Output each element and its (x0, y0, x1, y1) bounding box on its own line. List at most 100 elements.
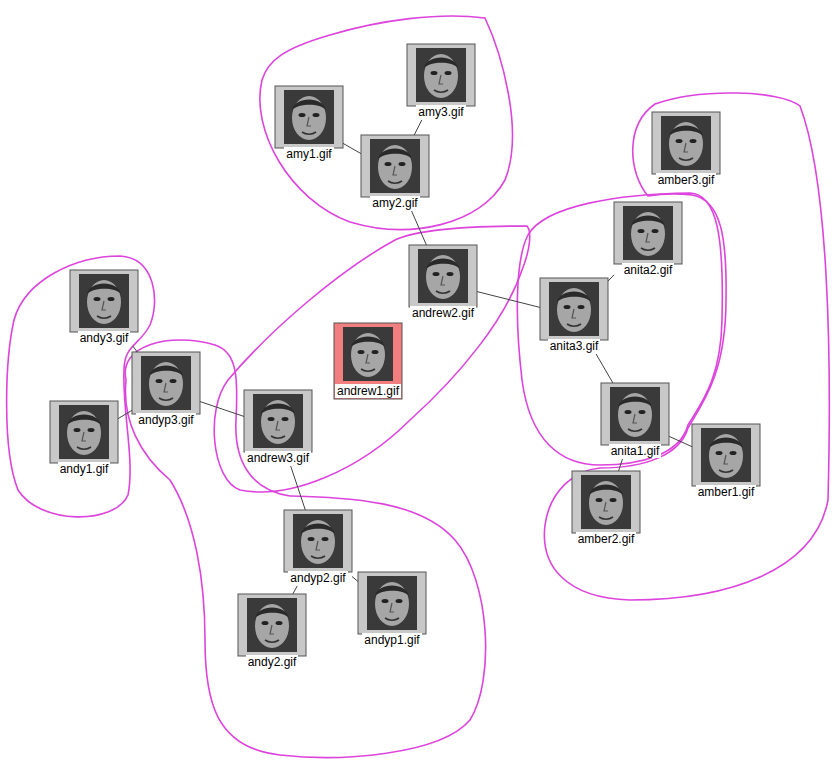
label-holder: amy1.gif (251, 144, 367, 162)
link-line (619, 459, 623, 471)
similarity-link (669, 436, 692, 446)
similarity-link (343, 143, 361, 153)
face-node: andyp1.gif (358, 572, 426, 648)
face-node: andrew3.gif (244, 390, 312, 466)
face-node: amber1.gif (692, 424, 760, 500)
file-name: andy1.gif (58, 462, 111, 476)
label-holder: andrew1.gif (310, 381, 426, 399)
face-image (293, 514, 343, 568)
face-node: anita1.gif (601, 383, 669, 459)
thumb-frame (409, 245, 477, 307)
file-name: andrew2.gif (410, 306, 476, 320)
label-holder: anita1.gif (577, 441, 693, 459)
cluster-outline (214, 226, 530, 492)
similarity-link (414, 120, 422, 135)
file-name: andyp3.gif (136, 413, 195, 427)
label-holder: amy3.gif (383, 102, 499, 120)
face-image (79, 274, 129, 328)
link-line (200, 402, 244, 417)
label-holder: andyp1.gif (334, 630, 450, 648)
face-node: andy3.gif (70, 270, 138, 346)
selected-frame (334, 323, 402, 399)
face-image (370, 139, 420, 193)
face-image (416, 48, 466, 102)
face-node: anita3.gif (540, 278, 608, 354)
file-name: amber2.gif (576, 532, 637, 546)
label-holder: amy2.gif (337, 193, 453, 211)
file-name: andy2.gif (246, 655, 299, 669)
file-name: amber1.gif (696, 485, 757, 499)
thumb-frame (601, 383, 669, 445)
link-line (414, 120, 422, 135)
thumb-frame (361, 135, 429, 197)
face-image (418, 249, 468, 303)
face-node: andy1.gif (50, 401, 118, 477)
thumb-frame (238, 594, 306, 656)
face-image (343, 327, 393, 381)
similarity-link (352, 576, 358, 581)
file-name: anita2.gif (622, 263, 675, 277)
face-node: andrew1.gif (334, 323, 402, 399)
label-holder: andyp3.gif (108, 410, 224, 428)
thumb-frame (284, 510, 352, 572)
cluster-outline (260, 16, 513, 229)
file-name: andy3.gif (78, 331, 131, 345)
face-node: amber3.gif (652, 112, 720, 188)
label-holder: amber3.gif (628, 170, 744, 188)
cluster-outline (125, 340, 485, 757)
similarity-link (477, 292, 540, 308)
thumb-frame (132, 352, 200, 414)
label-holder: amber2.gif (548, 529, 664, 547)
face-node: andyp3.gif (132, 352, 200, 428)
face-node: amy1.gif (275, 86, 343, 162)
link-line (291, 466, 306, 510)
face-image (367, 576, 417, 630)
link-line (477, 292, 540, 308)
link-line (343, 143, 361, 153)
file-name: andrew3.gif (245, 451, 311, 465)
face-node: amber2.gif (572, 471, 640, 547)
file-name: amber3.gif (656, 173, 717, 187)
file-name: andyp2.gif (288, 571, 347, 585)
face-image (581, 475, 631, 529)
label-holder: anita3.gif (516, 336, 632, 354)
similarity-link (412, 211, 427, 245)
face-node: anita2.gif (614, 202, 682, 278)
face-node: andrew2.gif (409, 245, 477, 321)
file-name: anita1.gif (609, 444, 662, 458)
similarity-link (596, 354, 613, 383)
similarity-link (118, 410, 132, 418)
label-holder: anita2.gif (590, 260, 706, 278)
similarity-link (200, 402, 244, 417)
thumb-frame (692, 424, 760, 486)
file-name: amy3.gif (416, 105, 465, 119)
face-image (610, 387, 660, 441)
file-name: amy1.gif (284, 147, 333, 161)
label-holder: andy2.gif (214, 652, 330, 670)
file-name: andrew1.gif (335, 384, 401, 398)
similarity-link (293, 586, 297, 594)
thumb-frame (572, 471, 640, 533)
face-image (661, 116, 711, 170)
label-holder: andy3.gif (46, 328, 162, 346)
label-holder: amber1.gif (668, 482, 784, 500)
face-image (701, 428, 751, 482)
face-image (623, 206, 673, 260)
thumb-frame (50, 401, 118, 463)
face-image (549, 282, 599, 336)
thumb-frame (652, 112, 720, 174)
face-node: amy2.gif (361, 135, 429, 211)
link-line (596, 354, 613, 383)
similarity-link (291, 466, 306, 510)
face-node: andyp2.gif (284, 510, 352, 586)
link-line (352, 576, 358, 581)
cluster-outline (544, 93, 829, 600)
similarity-link (619, 459, 623, 471)
link-line (133, 346, 138, 352)
thumb-frame (70, 270, 138, 332)
thumb-frame (540, 278, 608, 340)
face-node: amy3.gif (407, 44, 475, 120)
file-name: andyp1.gif (362, 633, 421, 647)
label-holder: andyp2.gif (260, 568, 376, 586)
